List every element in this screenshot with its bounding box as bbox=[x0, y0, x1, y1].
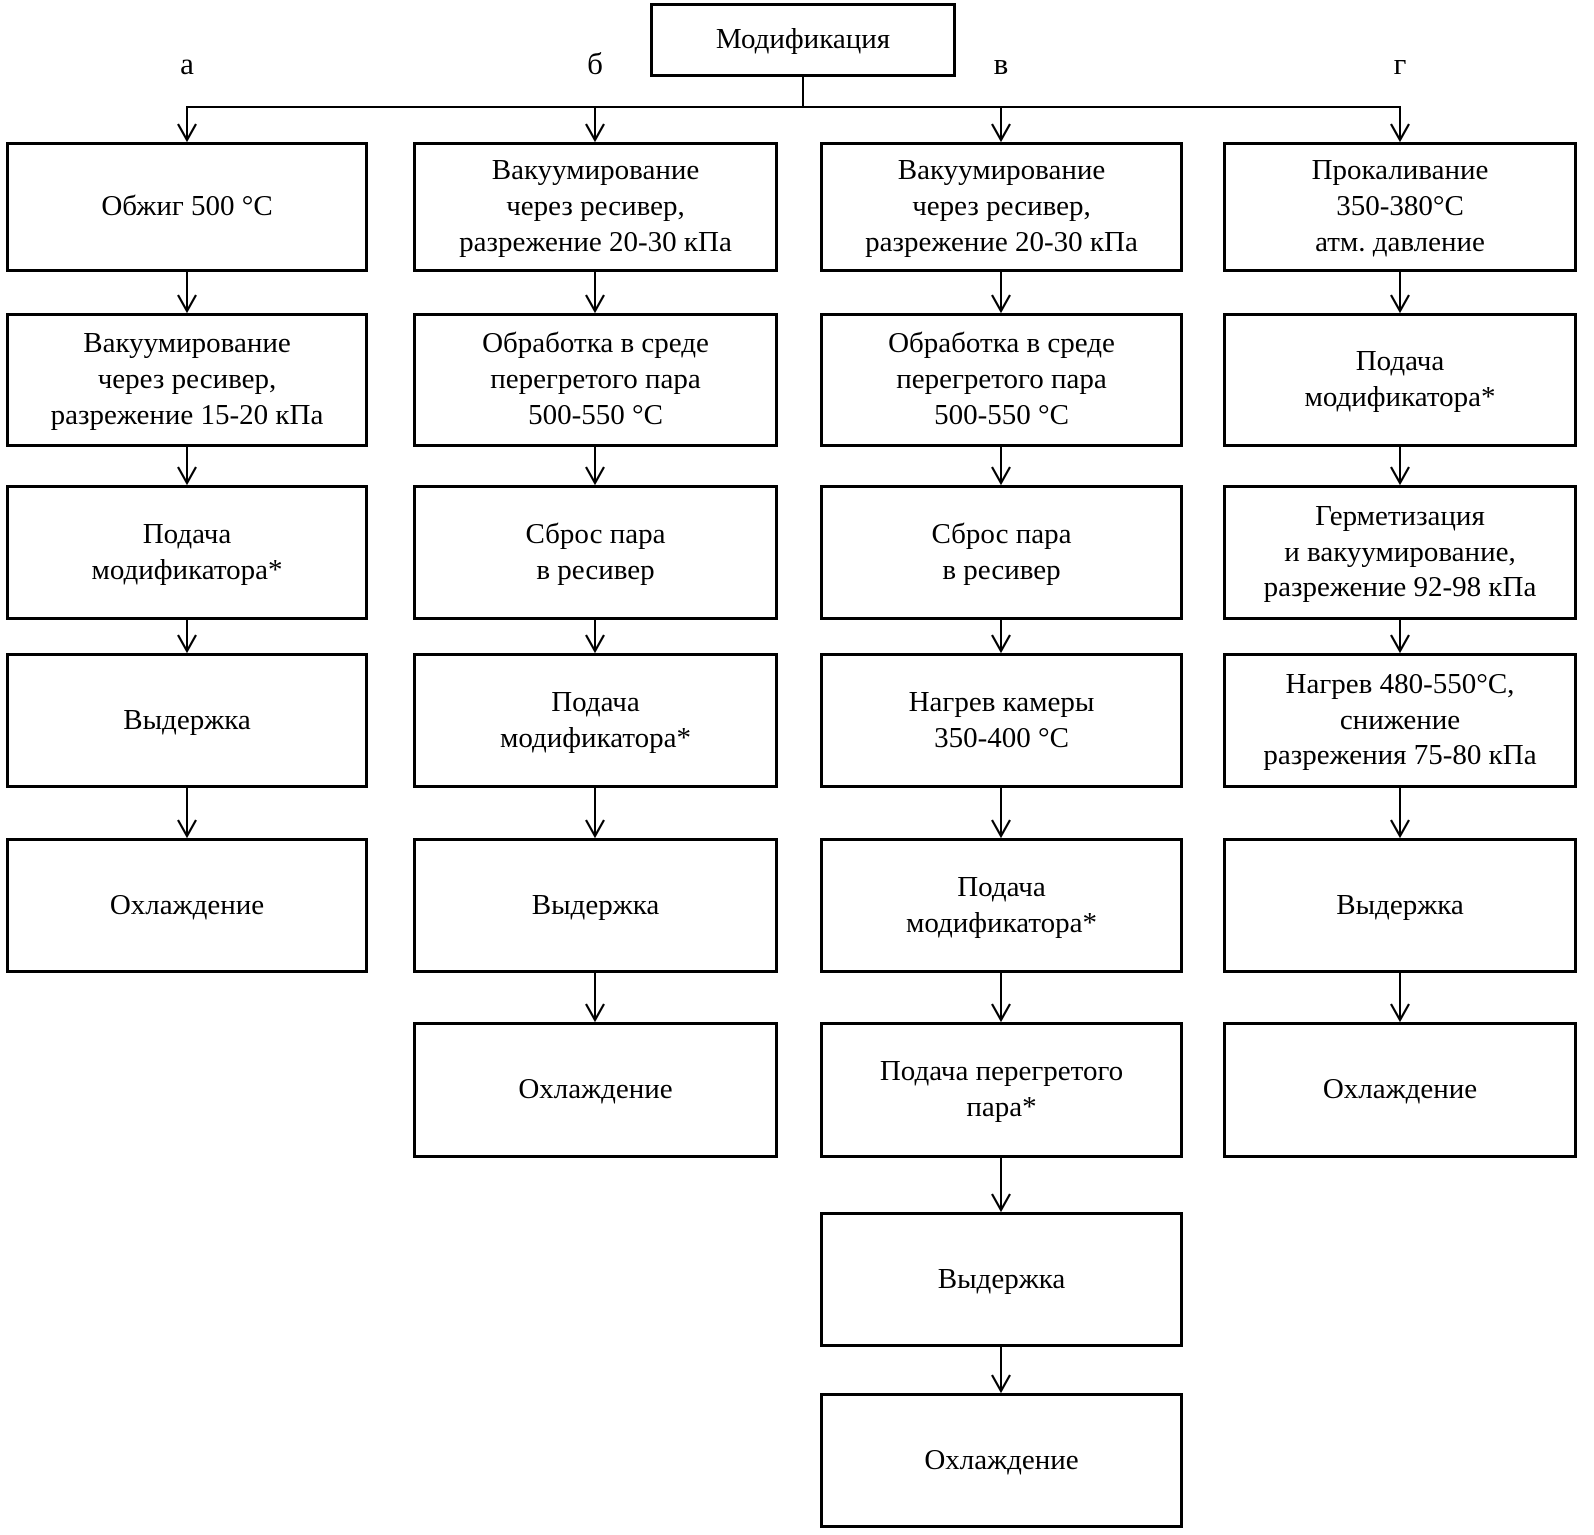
branch-b-step-2-steam-treatment: Обработка в среде перегретого пара 500-5… bbox=[413, 313, 778, 447]
branch-v-step-4-chamber-heating: Нагрев камеры 350-400 °C bbox=[820, 653, 1183, 788]
branch-b-step-6-cooling: Охлаждение bbox=[413, 1022, 778, 1158]
branch-a-step-5-cooling: Охлаждение bbox=[6, 838, 368, 973]
branch-label-a: а bbox=[180, 46, 194, 81]
branch-v-step-1-vacuuming: Вакуумирование через ресивер, разрежение… bbox=[820, 142, 1183, 272]
branch-label-v: в bbox=[993, 46, 1009, 81]
branch-g-step-4-heating: Нагрев 480-550°C, снижение разрежения 75… bbox=[1223, 653, 1577, 788]
branch-a-step-1-firing: Обжиг 500 °C bbox=[6, 142, 368, 272]
branch-label-g: г bbox=[1393, 46, 1407, 81]
branch-v-step-3-steam-release: Сброс пара в ресивер bbox=[820, 485, 1183, 620]
branch-v-step-8-cooling: Охлаждение bbox=[820, 1393, 1183, 1528]
branch-label-b: б bbox=[587, 46, 603, 81]
branch-b-step-1-vacuuming: Вакуумирование через ресивер, разрежение… bbox=[413, 142, 778, 272]
branch-g-step-6-cooling: Охлаждение bbox=[1223, 1022, 1577, 1158]
branch-b-step-5-holding: Выдержка bbox=[413, 838, 778, 973]
branch-v-step-5-modifier-feed: Подача модификатора* bbox=[820, 838, 1183, 973]
root-box-modification: Модификация bbox=[650, 3, 956, 77]
branch-g-step-1-calcination: Прокаливание 350-380°C атм. давление bbox=[1223, 142, 1577, 272]
trunk-connector bbox=[186, 77, 1401, 108]
branch-v-step-6-superheated-steam-feed: Подача перегретого пара* bbox=[820, 1022, 1183, 1158]
branch-a-step-4-holding: Выдержка bbox=[6, 653, 368, 788]
branch-v-step-7-holding: Выдержка bbox=[820, 1212, 1183, 1347]
branch-g-step-2-modifier-feed: Подача модификатора* bbox=[1223, 313, 1577, 447]
branch-g-step-3-sealing-vacuuming: Герметизация и вакуумирование, разрежени… bbox=[1223, 485, 1577, 620]
branch-a-step-2-vacuuming: Вакуумирование через ресивер, разрежение… bbox=[6, 313, 368, 447]
branch-b-step-4-modifier-feed: Подача модификатора* bbox=[413, 653, 778, 788]
branch-v-step-2-steam-treatment: Обработка в среде перегретого пара 500-5… bbox=[820, 313, 1183, 447]
branch-g-step-5-holding: Выдержка bbox=[1223, 838, 1577, 973]
branch-b-step-3-steam-release: Сброс пара в ресивер bbox=[413, 485, 778, 620]
branch-a-step-3-modifier-feed: Подача модификатора* bbox=[6, 485, 368, 620]
